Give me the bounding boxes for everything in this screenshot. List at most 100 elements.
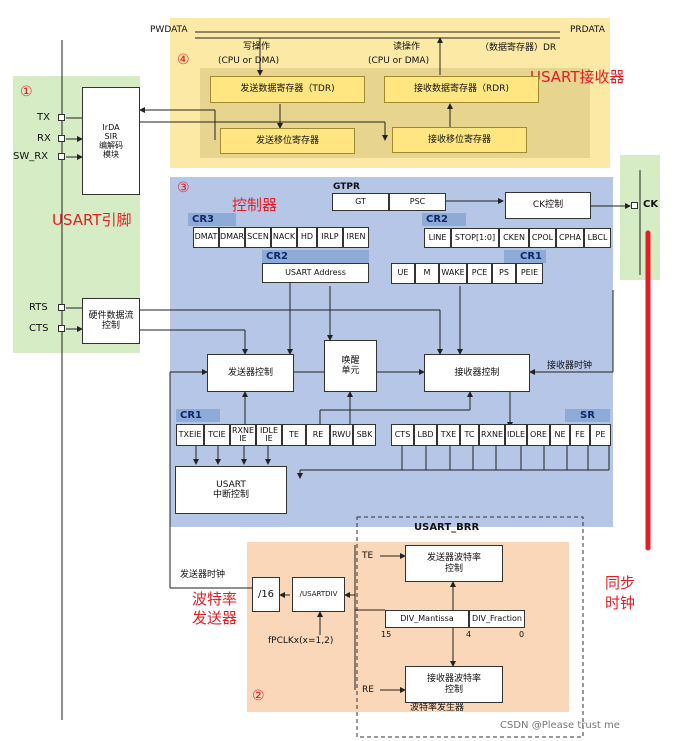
div16-box: /16 — [252, 577, 280, 612]
sr-lbd: LBD — [414, 424, 437, 446]
rx-ctrl-box: 接收器控制 — [424, 354, 530, 392]
sync-clock-title: 同步 时钟 — [605, 574, 636, 613]
dr-label: （数据寄存器）DR — [480, 43, 557, 53]
bit4-label: 4 — [466, 630, 472, 639]
te-label: TE — [362, 551, 374, 561]
cr1-idleie: IDLE IE — [256, 424, 282, 446]
usartdiv-box: /USARTDIV — [292, 577, 345, 612]
cr1-wake: WAKE — [439, 263, 467, 284]
cr1-tcie: TCIE — [204, 424, 230, 446]
cr3-nack: NACK — [271, 227, 297, 248]
rts-pin-label: RTS — [29, 302, 48, 313]
cr2-a-cells: LINE STOP[1:0] CKEN CPOL CPHA LBCL — [424, 228, 611, 248]
controller-zone-number: ③ — [177, 180, 190, 196]
rx-pin — [58, 135, 65, 142]
cr3-dmat: DMAT — [193, 227, 219, 248]
ck-ctrl-box: CK控制 — [505, 192, 591, 219]
watermark: CSDN @Please trust me — [500, 720, 620, 731]
cr1-sbk: SBK — [353, 424, 376, 446]
cr3-irlp: IRLP — [317, 227, 343, 248]
div-fraction: DIV_Fraction — [469, 610, 525, 628]
gtpr-psc: PSC — [389, 193, 446, 211]
cr1-m: M — [415, 263, 439, 284]
sr-ore: ORE — [527, 424, 550, 446]
sr-fe: FE — [570, 424, 590, 446]
cr3-title: CR3 — [188, 213, 236, 226]
prdata-label: PRDATA — [570, 25, 605, 35]
pclk-label: fPCLKx(x=1,2) — [268, 636, 334, 646]
bit15-label: 15 — [381, 630, 392, 639]
wakeup-box: 唤醒 单元 — [324, 340, 377, 392]
brr-zone-number: ② — [252, 688, 265, 704]
cr1-peie: PEIE — [516, 263, 543, 284]
sw-rx-pin — [58, 153, 65, 160]
receiver-zone-number: ④ — [177, 52, 190, 68]
cr1-re: RE — [306, 424, 330, 446]
cr2-cpol: CPOL — [529, 228, 556, 248]
cr2-cken: CKEN — [499, 228, 529, 248]
write-op-label: 写操作 — [243, 42, 271, 52]
div-mantissa: DIV_Mantissa — [385, 610, 469, 628]
tx-pin-label: TX — [37, 112, 50, 123]
rts-pin — [58, 304, 65, 311]
sr-title: SR — [565, 409, 610, 422]
sr-idle: IDLE — [505, 424, 527, 446]
cr2-a-title: CR2 — [422, 213, 466, 226]
sr-cts: CTS — [391, 424, 414, 446]
read-op-label: 读操作 — [393, 42, 421, 52]
cr3-cells: DMAT DMAR SCEN NACK HD IRLP IREN — [193, 227, 369, 248]
cr1-b-title: CR1 — [176, 409, 220, 422]
bit0-label: 0 — [519, 630, 525, 639]
cr1-ps: PS — [492, 263, 516, 284]
ck-pin — [631, 202, 638, 209]
tx-ctrl-box: 发送器控制 — [207, 354, 294, 392]
re-label: RE — [362, 685, 374, 695]
tx-pin — [58, 114, 65, 121]
cr2-stop: STOP[1:0] — [451, 228, 499, 248]
brr-title: USART_BRR — [414, 522, 480, 533]
cpu-dma-right: (CPU or DMA) — [368, 56, 430, 66]
sr-tc: TC — [460, 424, 479, 446]
pins-title: USART引脚 — [52, 211, 132, 229]
irq-ctrl-box: USART 中断控制 — [175, 466, 287, 514]
sr-rxne: RXNE — [479, 424, 505, 446]
cpu-dma-left: (CPU or DMA) — [218, 56, 280, 66]
cr2-cpha: CPHA — [556, 228, 584, 248]
cr3-dmar: DMAR — [219, 227, 245, 248]
cr2-lbcl: LBCL — [584, 228, 611, 248]
cr1-a-title: CR1 — [504, 250, 546, 263]
div-cells: DIV_Mantissa DIV_Fraction — [385, 610, 525, 628]
rx-clock-label: 接收器时钟 — [547, 361, 593, 371]
tx-baud-box: 发送器波特率 控制 — [405, 545, 503, 582]
tdr-box: 发送数据寄存器（TDR) — [210, 76, 365, 103]
cts-pin-label: CTS — [29, 323, 49, 334]
sr-pe: PE — [590, 424, 611, 446]
cr1-ue: UE — [391, 263, 415, 284]
cts-pin — [58, 325, 65, 332]
cr1-pce: PCE — [467, 263, 492, 284]
pwdata-label: PWDATA — [150, 25, 188, 35]
cr1-rxneie: RXNE IE — [230, 424, 256, 446]
irda-box: IrDA SIR 编解码 模块 — [82, 87, 140, 195]
cr2-b-title: CR2 — [262, 250, 369, 263]
pins-zone-number: ① — [20, 84, 33, 100]
tx-clock-label: 发送器时钟 — [180, 570, 226, 580]
rx-shift-box: 接收移位寄存器 — [392, 127, 527, 153]
cr3-hd: HD — [297, 227, 317, 248]
sw-rx-pin-label: SW_RX — [13, 151, 49, 162]
receiver-title: USART接收器 — [530, 68, 625, 86]
rx-baud-box: 接收器波特率 控制 — [405, 666, 503, 703]
baud-gen-label: 波特率发生器 — [410, 703, 465, 713]
gtpr-gt: GT — [332, 193, 389, 211]
hw-flow-box: 硬件数据流 控制 — [82, 298, 140, 344]
cr1-te: TE — [282, 424, 306, 446]
ck-pin-label: CK — [643, 199, 659, 210]
brr-label-left: 波特率 发送器 — [192, 590, 238, 627]
rdr-box: 接收数据寄存器（RDR) — [384, 76, 539, 103]
cr1-b-cells: TXEIE TCIE RXNE IE IDLE IE TE RE RWU SBK — [176, 424, 376, 446]
sr-ne: NE — [550, 424, 570, 446]
controller-title: 控制器 — [232, 196, 278, 214]
gtpr-title: GTPR — [333, 182, 360, 192]
sr-txe: TXE — [437, 424, 460, 446]
